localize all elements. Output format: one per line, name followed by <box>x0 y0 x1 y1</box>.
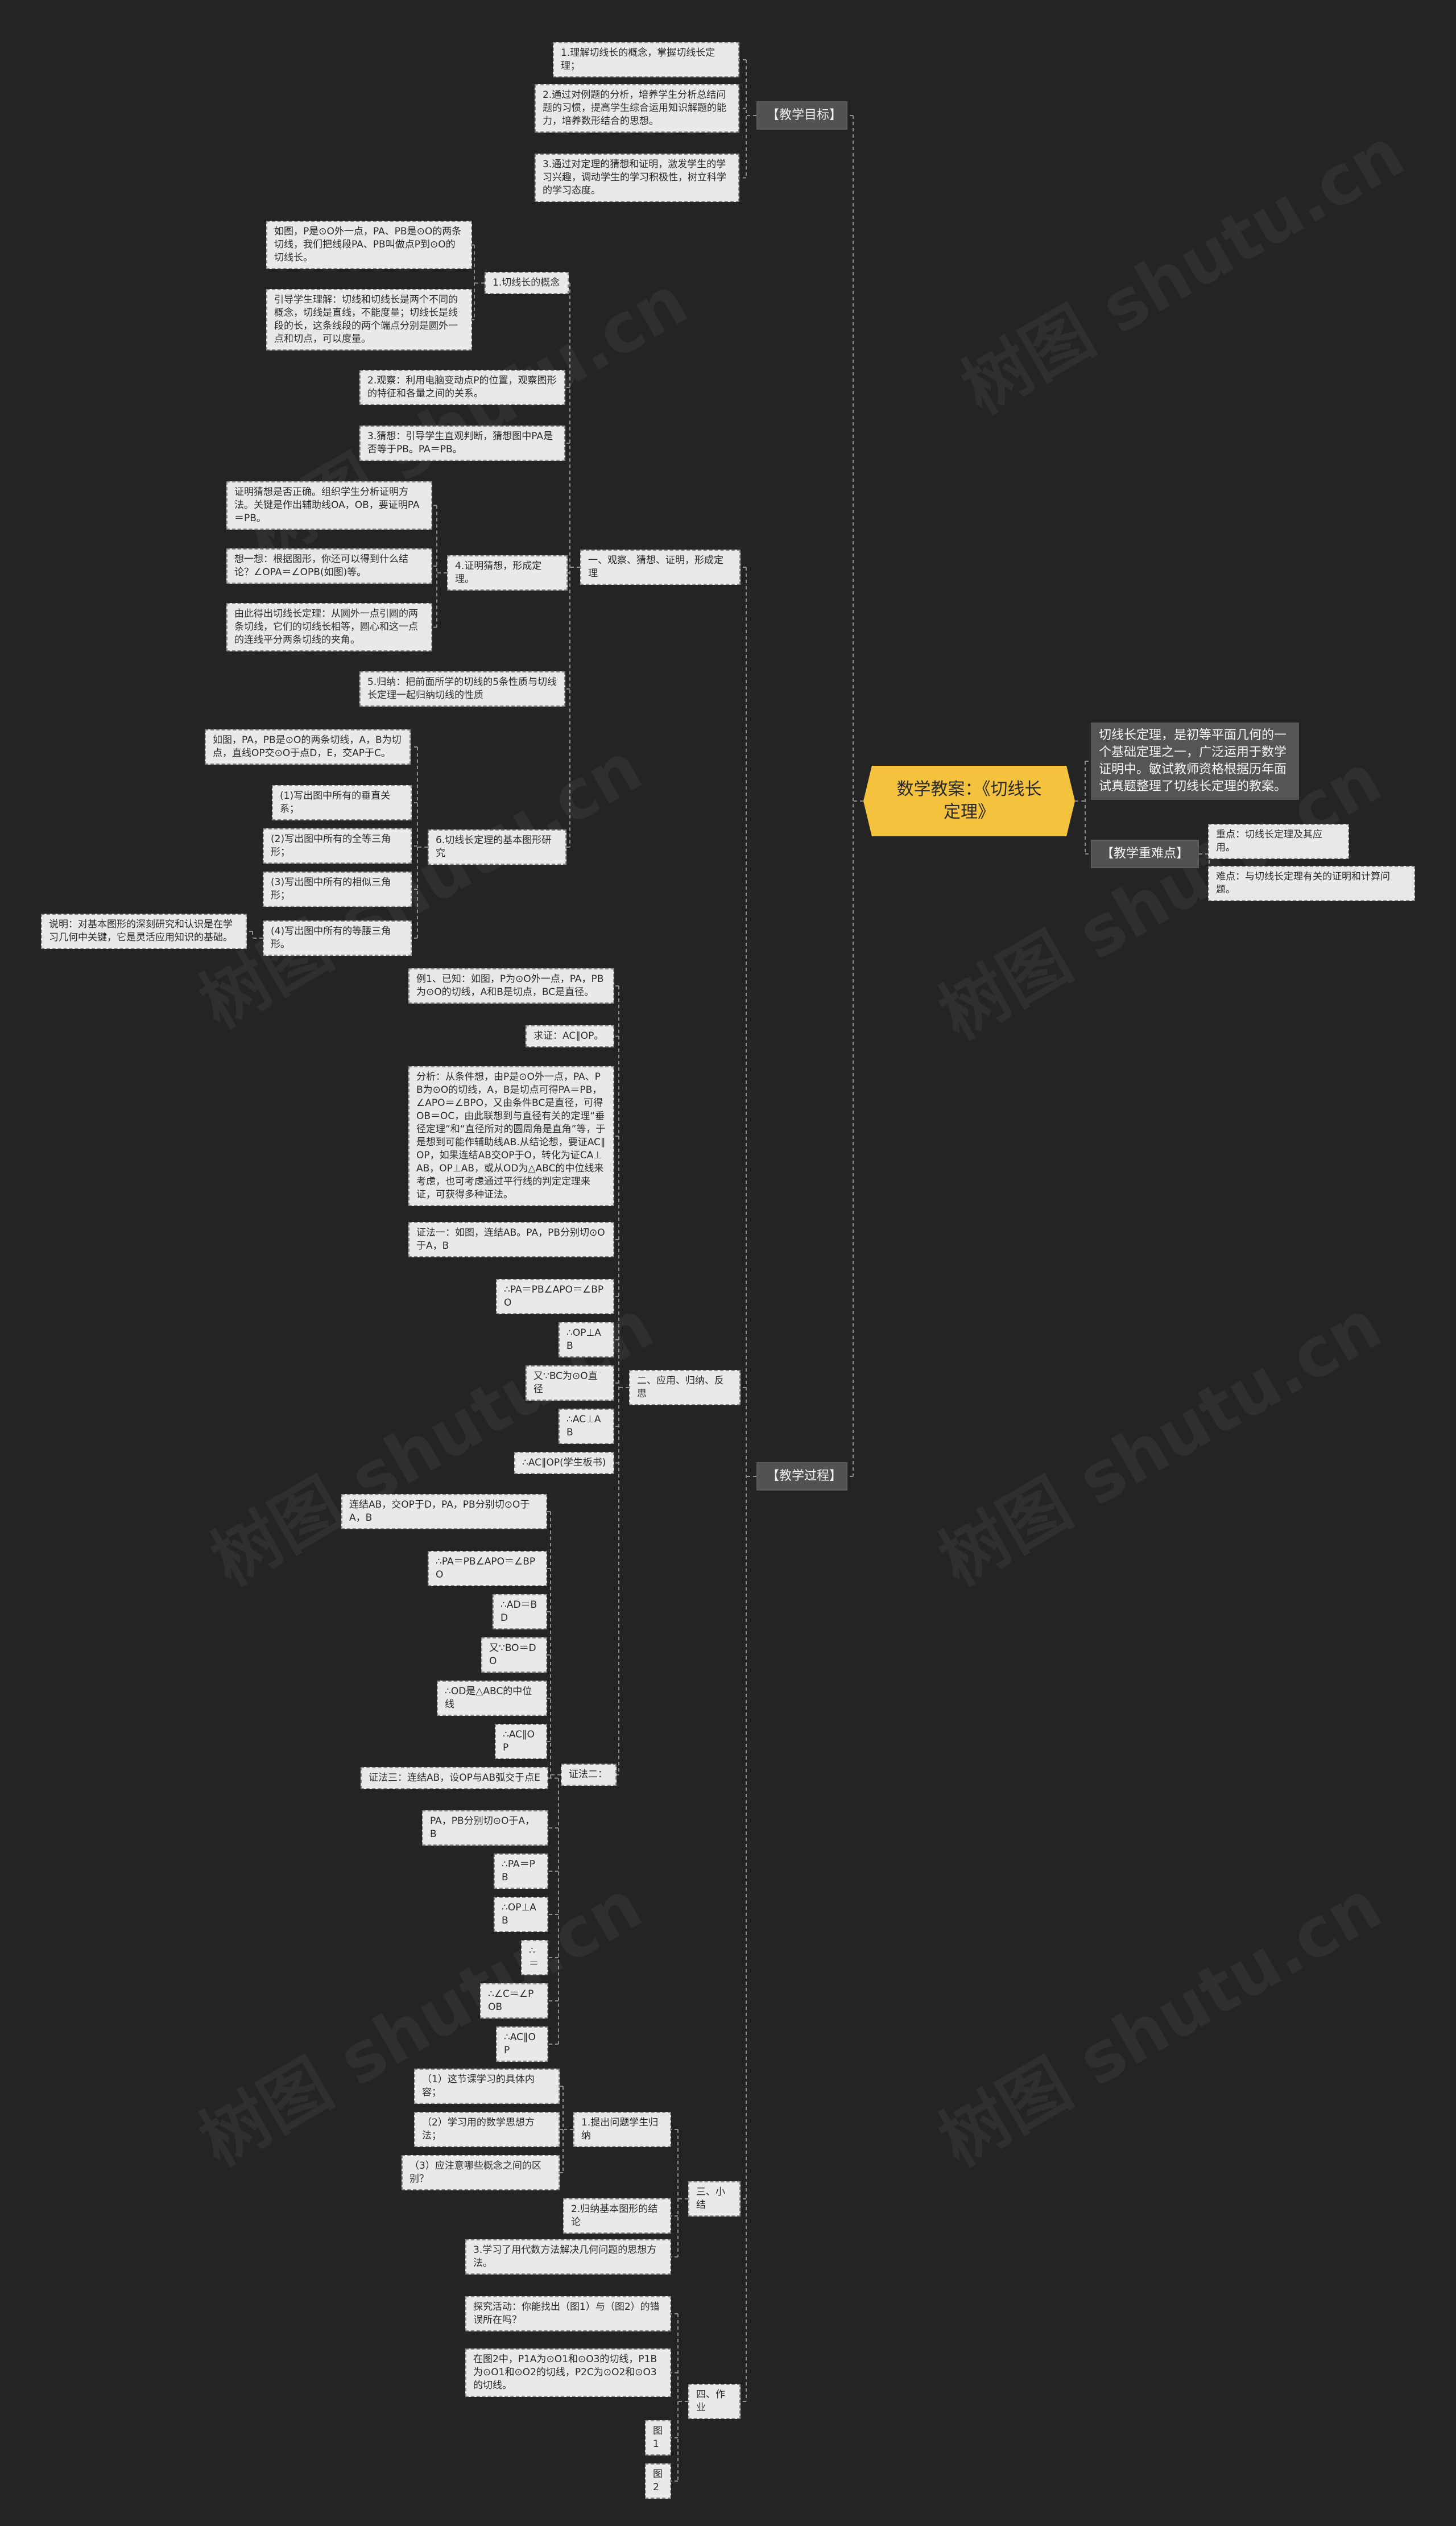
homework-item[interactable]: 在图2中，P1A为⊙O1和⊙O3的切线，P1B为⊙O1和⊙O2的切线，P2C为⊙… <box>465 2348 671 2397</box>
key-point-item[interactable]: 重点：切线长定理及其应用。 <box>1208 824 1349 859</box>
key-point-item[interactable]: 难点：与切线长定理有关的证明和计算问题。 <box>1208 866 1415 901</box>
prove-item[interactable]: 由此得出切线长定理：从圆外一点引圆的两条切线，它们的切线长相等，圆心和这一点的连… <box>226 603 432 651</box>
watermark: 树图 shutu.cn <box>949 113 1417 430</box>
summary-heading[interactable]: 1.提出问题学生归纳 <box>573 2112 671 2147</box>
figure-question[interactable]: (2)写出图中所有的全等三角形； <box>263 828 412 864</box>
watermark: 树图 shutu.cn <box>926 1285 1395 1602</box>
proof-step[interactable]: ∴OD是△ABC的中位线 <box>437 1681 547 1716</box>
proof-step[interactable]: ∴∠C＝∠POB <box>480 1983 548 2019</box>
root-topic[interactable]: 数学教案：《切线长定理》 <box>863 766 1075 836</box>
concept-heading[interactable]: 1.切线长的概念 <box>485 272 569 294</box>
branch-teaching-process[interactable]: 【教学过程】 <box>756 1462 847 1491</box>
example-statement[interactable]: 例1、已知：如图，P为⊙O外一点，PA，PB为⊙O的切线，A和B是切点，BC是直… <box>408 968 614 1004</box>
summary-heading[interactable]: 3.学习了用代数方法解决几何问题的思想方法。 <box>465 2239 671 2275</box>
prove-heading[interactable]: 4.证明猜想，形成定理。 <box>447 555 568 591</box>
goal-item[interactable]: 1.理解切线长的概念，掌握切线长定理； <box>553 42 739 77</box>
proof-method-3[interactable]: 证法三：连结AB，设OP与AB弧交于点E <box>361 1767 548 1789</box>
watermark: 树图 shutu.cn <box>926 1865 1395 2182</box>
figure-question[interactable]: (1)写出图中所有的垂直关系； <box>272 785 412 820</box>
proof-step[interactable]: ∴AC∥OP <box>495 1724 547 1759</box>
summary-step[interactable]: 5.归纳：把前面所学的切线的5条性质与切线长定理一起归纳切线的性质 <box>359 671 565 707</box>
proof-step[interactable]: 连结AB，交OP于D，PA，PB分别切⊙O于A，B <box>341 1494 547 1529</box>
branch-key-points[interactable]: 【教学重难点】 <box>1091 840 1199 868</box>
proof-step[interactable]: 又∵BC为⊙O直径 <box>526 1365 614 1401</box>
homework-figure-2[interactable]: 图2 <box>645 2463 671 2499</box>
proof-step[interactable]: 证法一：如图，连结AB。PA，PB分别切⊙O于A，B <box>408 1222 614 1257</box>
homework-figure-1[interactable]: 图1 <box>645 2420 671 2455</box>
proof-step[interactable]: ∴OP⊥AB <box>494 1897 548 1932</box>
root-description[interactable]: 切线长定理，是初等平面几何的一个基础定理之一，广泛运用于数学证明中。敏试教师资格… <box>1091 723 1299 800</box>
figure-question[interactable]: (4)写出图中所有的等腰三角形。 <box>263 921 412 956</box>
proof-step[interactable]: 又∵BO＝DO <box>481 1637 547 1673</box>
summary-question[interactable]: （1）这节课学习的具体内容； <box>414 2069 560 2104</box>
proof-method-2[interactable]: 证法二： <box>561 1764 617 1786</box>
proof-step[interactable]: ∴OP⊥AB <box>559 1322 614 1357</box>
proof-step[interactable]: ∴AC⊥AB <box>559 1409 614 1444</box>
summary-question[interactable]: （2）学习用的数学思想方法； <box>414 2112 560 2147</box>
proof-step[interactable]: ∴AC∥OP <box>496 2026 548 2062</box>
proof-step[interactable]: ∴＝ <box>521 1940 548 1975</box>
proof-step[interactable]: PA，PB分别切⊙O于A，B <box>422 1810 548 1846</box>
proof-step[interactable]: ∴AC∥OP(学生板书) <box>514 1452 614 1474</box>
summary-question[interactable]: （3）应注意哪些概念之间的区别？ <box>402 2155 560 2190</box>
observe-step[interactable]: 2.观察：利用电脑变动点P的位置，观察图形的特征和各量之间的关系。 <box>359 370 565 405</box>
prove-item[interactable]: 想一想：根据图形，你还可以得到什么结论？∠OPA＝∠OPB(如图)等。 <box>226 548 432 584</box>
goal-item[interactable]: 3.通过对定理的猜想和证明，激发学生的学习兴趣，调动学生的学习积极性，树立科学的… <box>535 154 739 202</box>
proof-step[interactable]: ∴PA＝PB∠APO＝∠BPO <box>428 1551 547 1586</box>
figure-question[interactable]: (3)写出图中所有的相似三角形； <box>263 872 412 907</box>
figure-note[interactable]: 说明：对基本图形的深刻研究和认识是在学习几何中关键，它是灵活应用知识的基础。 <box>41 914 247 949</box>
branch-teaching-goals[interactable]: 【教学目标】 <box>756 101 847 130</box>
analysis-text[interactable]: 分析：从条件想，由P是⊙O外一点，PA、PB为⊙O的切线，A，B是切点可得PA＝… <box>408 1066 614 1206</box>
guess-step[interactable]: 3.猜想：引导学生直观判断，猜想图中PA是否等于PB。PA＝PB。 <box>359 426 565 461</box>
basic-figure-heading[interactable]: 6.切线长定理的基本图形研究 <box>428 829 566 865</box>
proof-step[interactable]: ∴PA＝PB <box>494 1854 548 1889</box>
homework-item[interactable]: 探究活动：你能找出（图1）与（图2）的错误所在吗？ <box>465 2296 671 2331</box>
section-observe-prove[interactable]: 一、观察、猜想、证明，形成定理 <box>580 550 741 585</box>
section-summary[interactable]: 三、小结 <box>688 2181 741 2217</box>
concept-item[interactable]: 引导学生理解：切线和切线长是两个不同的概念，切线是直线，不能度量；切线长是线段的… <box>266 289 472 350</box>
prove-item[interactable]: 证明猜想是否正确。组织学生分析证明方法。关键是作出辅助线OA，OB，要证明PA＝… <box>226 481 432 530</box>
basic-figure-description[interactable]: 如图，PA，PB是⊙O的两条切线，A，B为切点，直线OP交⊙O于点D，E，交AP… <box>205 729 411 765</box>
concept-item[interactable]: 如图，P是⊙O外一点，PA、PB是⊙O的两条切线，我们把线段PA、PB叫做点P到… <box>266 221 472 269</box>
summary-heading[interactable]: 2.归纳基本图形的结论 <box>563 2198 671 2234</box>
proof-step[interactable]: ∴PA＝PB∠APO＝∠BPO <box>496 1279 614 1314</box>
section-homework[interactable]: 四、作业 <box>688 2384 741 2419</box>
proof-step[interactable]: ∴AD＝BD <box>493 1594 547 1629</box>
proof-step[interactable]: 求证：AC∥OP。 <box>526 1025 614 1047</box>
goal-item[interactable]: 2.通过对例题的分析，培养学生分析总结问题的习惯，提高学生综合运用知识解题的能力… <box>535 84 739 133</box>
section-apply-reflect[interactable]: 二、应用、归纳、反思 <box>629 1370 741 1405</box>
